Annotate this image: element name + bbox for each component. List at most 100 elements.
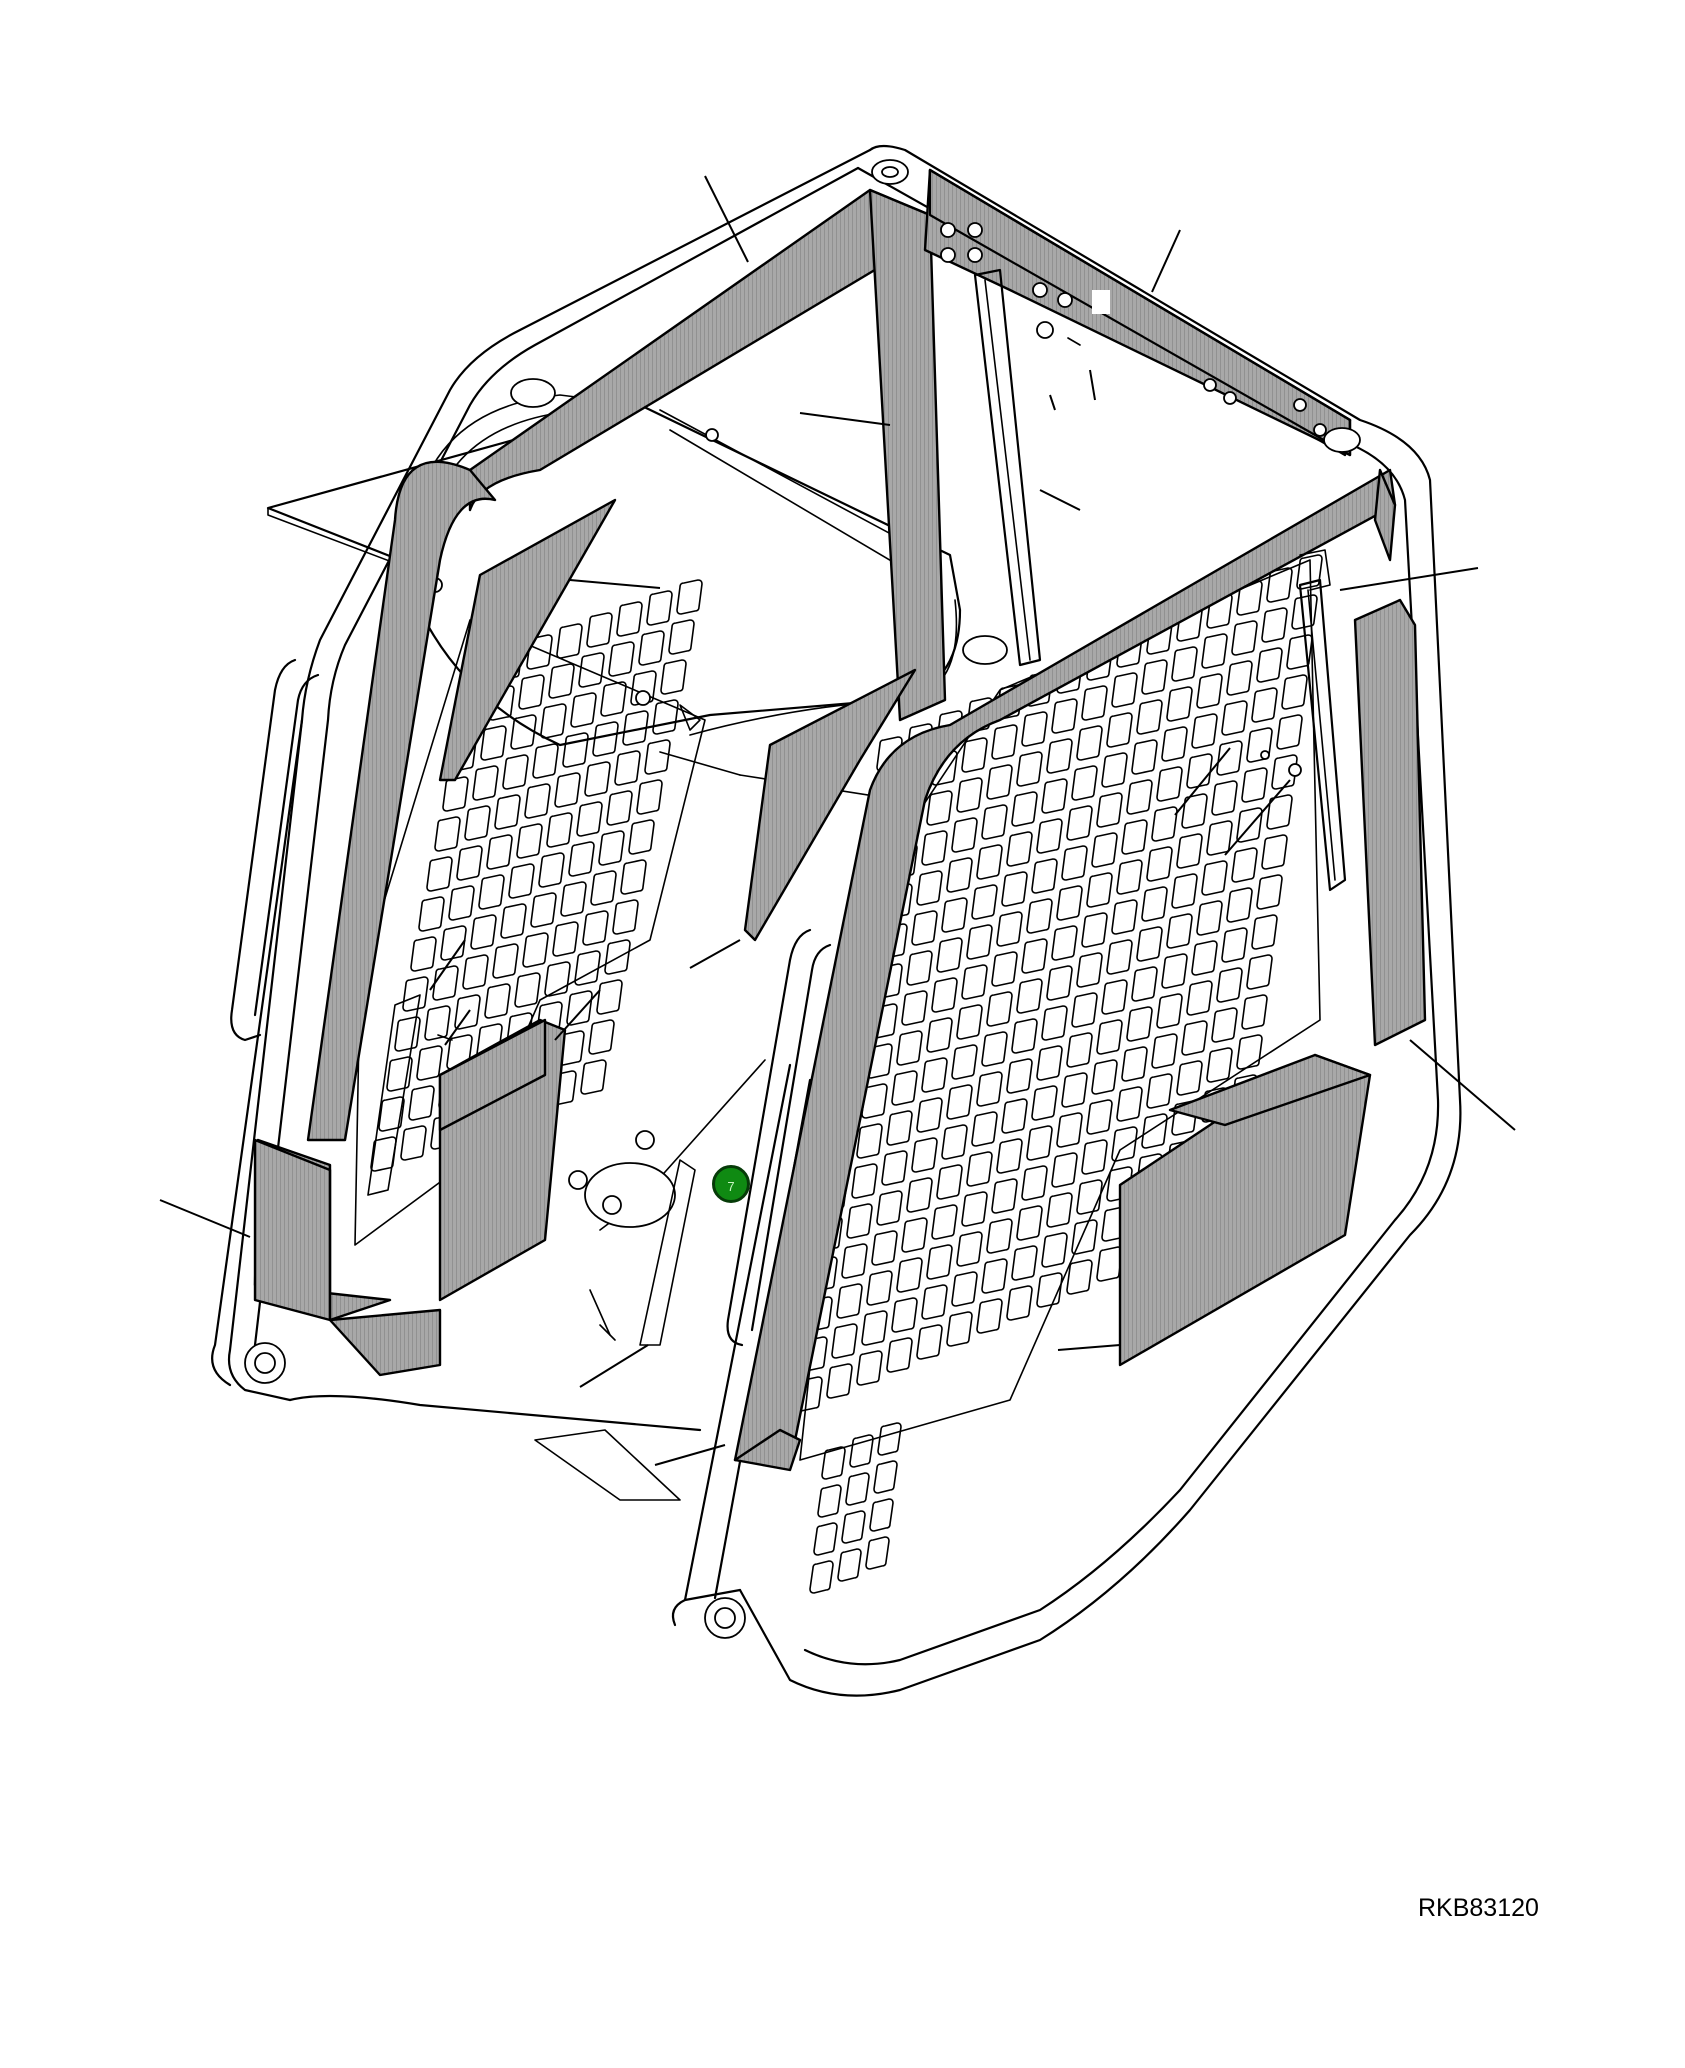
mesh-cell xyxy=(1006,1058,1033,1094)
mesh-cell xyxy=(1296,554,1323,590)
mesh-cell xyxy=(996,1138,1023,1174)
mesh-cell xyxy=(622,710,649,746)
mesh-cell xyxy=(578,652,605,688)
mesh-cell xyxy=(1086,1099,1113,1135)
mesh-cell xyxy=(1041,1232,1068,1268)
cab-outline xyxy=(227,144,1462,1697)
callout-leader-lines xyxy=(159,175,1516,1466)
mesh-cell xyxy=(1086,872,1113,908)
mesh-cell xyxy=(1156,766,1183,802)
mesh-cell xyxy=(991,724,1018,760)
top-frame-insulation xyxy=(306,168,1397,1472)
mesh-cell xyxy=(1136,926,1163,962)
mesh-cell xyxy=(1041,778,1068,814)
triangle-insulation-pads xyxy=(438,498,917,942)
mesh-cell xyxy=(901,990,928,1026)
mesh-cell xyxy=(961,1191,988,1227)
mesh-cell xyxy=(1101,752,1128,788)
mesh-cell xyxy=(1131,739,1158,775)
mesh-cell xyxy=(1111,899,1138,935)
mesh-cell xyxy=(866,1270,893,1306)
mesh-cell xyxy=(530,892,557,928)
drawing-code: RKB83120 xyxy=(1418,1894,1539,1922)
mesh-cell xyxy=(856,1123,883,1159)
mesh-cell xyxy=(400,1125,427,1161)
mesh-cell xyxy=(881,1150,908,1186)
mesh-cell xyxy=(478,874,505,910)
mesh-cell xyxy=(991,1178,1018,1214)
mesh-cell xyxy=(831,1323,858,1359)
mesh-cell xyxy=(492,943,519,979)
mesh-cell xyxy=(1291,594,1318,630)
mesh-cell xyxy=(494,794,521,830)
mesh-cell xyxy=(486,834,513,870)
mesh-cell xyxy=(926,1244,953,1280)
mesh-cell xyxy=(851,1163,878,1199)
mesh-cell xyxy=(484,983,511,1019)
mesh-cell xyxy=(916,870,943,906)
mesh-cell xyxy=(480,725,507,761)
rear-bracket xyxy=(928,168,1352,457)
mesh-cell xyxy=(544,961,571,997)
mesh-cell xyxy=(1001,1098,1028,1134)
mesh-cell xyxy=(576,801,603,837)
mesh-cell xyxy=(1161,953,1188,989)
mesh-cell xyxy=(668,619,695,655)
mesh-cell xyxy=(1021,1165,1048,1201)
mesh-cell xyxy=(921,1057,948,1093)
mesh-cell xyxy=(524,783,551,819)
mesh-cell xyxy=(981,1031,1008,1067)
mesh-cell xyxy=(1231,847,1258,883)
mesh-cell xyxy=(1096,1246,1123,1282)
mesh-cell xyxy=(1211,780,1238,816)
mesh-cell xyxy=(906,1177,933,1213)
mesh-cell xyxy=(370,1136,397,1172)
mesh-cell xyxy=(596,979,623,1015)
mesh-cell xyxy=(936,1164,963,1200)
mesh-cell xyxy=(1266,794,1293,830)
mesh-cell xyxy=(817,1484,842,1518)
mesh-cell xyxy=(1076,1179,1103,1215)
mesh-cell xyxy=(614,750,641,786)
mesh-cell xyxy=(1186,980,1213,1016)
mesh-cell xyxy=(1236,1034,1263,1070)
mesh-cell xyxy=(1181,793,1208,829)
floor-and-brackets xyxy=(367,321,1331,1501)
mesh-cell xyxy=(1276,714,1303,750)
mesh-cell xyxy=(1216,740,1243,776)
mesh-cell xyxy=(1036,1045,1063,1081)
mesh-cell xyxy=(1201,860,1228,896)
mesh-cell xyxy=(1111,672,1138,708)
mesh-cell xyxy=(1051,698,1078,734)
callout-marker[interactable]: 7 xyxy=(712,1165,750,1203)
mesh-cell xyxy=(821,1446,846,1480)
mesh-cell xyxy=(1066,1032,1093,1068)
mesh-cell xyxy=(1181,1020,1208,1056)
mesh-cell xyxy=(1096,1019,1123,1055)
mesh-cell xyxy=(1251,914,1278,950)
mesh-cell xyxy=(941,1124,968,1160)
mesh-cell xyxy=(580,1059,607,1095)
mesh-cell xyxy=(1191,713,1218,749)
mesh-cell xyxy=(877,1422,902,1456)
mesh-cell xyxy=(604,939,631,975)
mesh-cell xyxy=(628,819,655,855)
mesh-cell xyxy=(1006,831,1033,867)
mesh-cell xyxy=(1271,754,1298,790)
mesh-cell xyxy=(1201,633,1228,669)
mesh-cell xyxy=(1261,834,1288,870)
mesh-cell xyxy=(901,1217,928,1253)
grab-handles xyxy=(230,658,832,1347)
mesh-cell xyxy=(956,777,983,813)
mesh-cell xyxy=(1016,978,1043,1014)
mesh-cell xyxy=(502,754,529,790)
mesh-cell xyxy=(538,852,565,888)
mesh-cell xyxy=(644,739,671,775)
mesh-cell xyxy=(1126,1006,1153,1042)
mesh-cell xyxy=(1286,634,1313,670)
mesh-cell xyxy=(966,924,993,960)
mesh-cell xyxy=(540,703,567,739)
lower-insulation-blocks xyxy=(253,598,1427,1377)
mesh-cell xyxy=(1031,1085,1058,1121)
mesh-cell xyxy=(1016,751,1043,787)
